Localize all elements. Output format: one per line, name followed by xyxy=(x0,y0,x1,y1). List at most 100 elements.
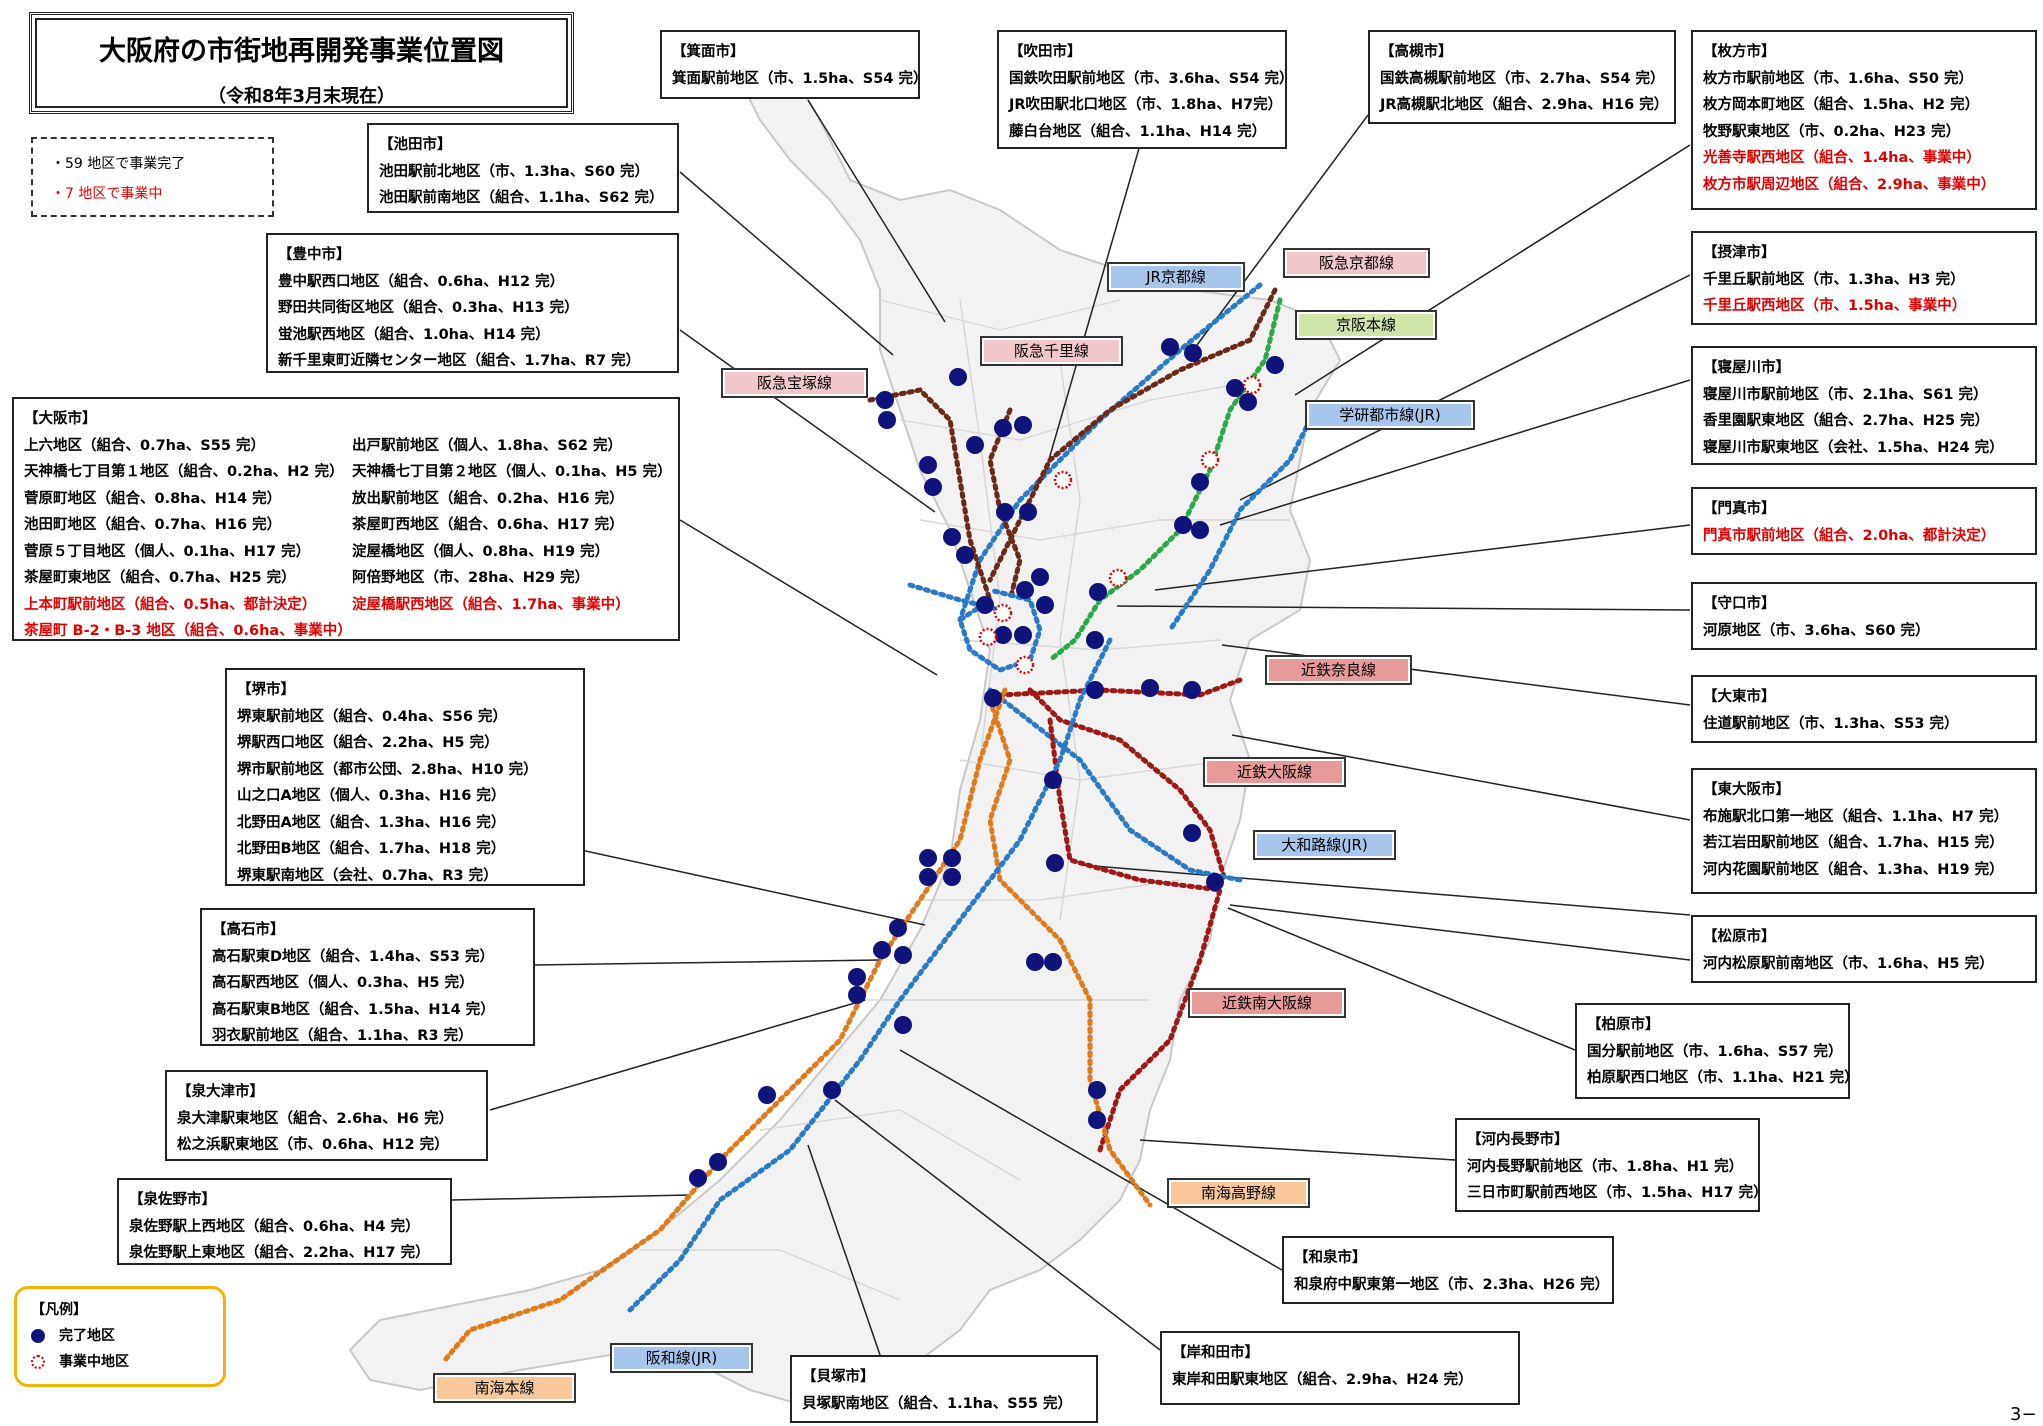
summary-note: ・59 地区で事業完了 ・7 地区で事業中 xyxy=(31,137,274,217)
district-item: 河内花園駅前地区（組合、1.3ha、H19 完） xyxy=(1703,861,2004,878)
completed-marker xyxy=(894,1016,912,1034)
district-item: 菅原５丁目地区（個人、0.1ha、H17 完） xyxy=(24,543,311,560)
district-item: 河原地区（市、3.6ha、S60 完） xyxy=(1703,622,1930,639)
district-item: 柏原駅西口地区（市、1.1ha、H21 完） xyxy=(1587,1070,1859,1086)
ongoing-marker xyxy=(1108,568,1128,588)
completed-marker xyxy=(1183,824,1201,842)
completed-marker xyxy=(1086,681,1104,699)
district-item: 香里園駅東地区（組合、2.7ha、H25 完） xyxy=(1703,413,1990,429)
district-item: 三日市町駅前西地区（市、1.5ha、H17 完） xyxy=(1467,1185,1768,1201)
district-item: 牧野駅東地区（市、0.2ha、H23 完） xyxy=(1703,123,1961,140)
label-kintetsu-minami-osaka: 近鉄南大阪線 xyxy=(1188,988,1346,1018)
district-item: 藤白台地区（組合、1.1ha、H14 完） xyxy=(1009,123,1267,140)
completed-marker xyxy=(943,868,961,886)
note-completed: ・59 地区で事業完了 xyxy=(51,156,186,172)
label-yamatoji: 大和路線(JR) xyxy=(1253,830,1396,860)
city-name: 【枚方市】 xyxy=(1703,44,1776,60)
city-box-suita: 【吹田市】 国鉄吹田駅前地区（市、3.6ha、S54 完） JR吹田駅北口地区（… xyxy=(997,30,1293,149)
district-item-ongoing: 枚方市駅周辺地区（組合、2.9ha、事業中） xyxy=(1703,176,1996,193)
district-item: 堺駅西口地区（組合、2.2ha、H5 完） xyxy=(237,735,499,751)
completed-marker xyxy=(848,968,866,986)
legend-ongoing-label: 事業中地区 xyxy=(59,1354,129,1370)
district-item: 池田駅前南地区（組合、1.1ha、S62 完） xyxy=(379,190,664,206)
label-hankyu-takarazuka: 阪急宝塚線 xyxy=(721,368,868,398)
ongoing-marker xyxy=(993,603,1013,623)
completed-marker xyxy=(1014,626,1032,644)
city-box-kashiwara: 【柏原市】 国分駅前地区（市、1.6ha、S57 完） 柏原駅西口地区（市、1.… xyxy=(1575,1003,1859,1099)
district-item: 寝屋川市駅前地区（市、2.1ha、S61 完） xyxy=(1703,386,1988,403)
city-box-kaizuka: 【貝塚市】 貝塚駅南地区（組合、1.1ha、S55 完） xyxy=(790,1355,1098,1423)
city-name: 【岸和田市】 xyxy=(1172,1345,1259,1361)
city-box-kawachinagano: 【河内長野市】 河内長野駅前地区（市、1.8ha、H1 完） 三日市町駅前西地区… xyxy=(1455,1118,1768,1212)
district-item: 羽衣駅前地区（組合、1.1ha、R3 完） xyxy=(212,1028,473,1044)
completed-markers xyxy=(689,338,1284,1187)
district-item: 出戸駅前地区（個人、1.8ha、S62 完） xyxy=(352,437,622,454)
city-name: 【和泉市】 xyxy=(1294,1250,1367,1266)
label-keihan: 京阪本線 xyxy=(1295,310,1437,340)
completed-marker xyxy=(1044,953,1062,971)
district-item-ongoing: 門真市駅前地区（組合、2.0ha、都計決定） xyxy=(1703,527,1996,544)
completed-marker xyxy=(1226,379,1244,397)
city-name: 【河内長野市】 xyxy=(1467,1132,1569,1148)
label-hankyu-kyoto: 阪急京都線 xyxy=(1283,248,1430,278)
jr-loop-line xyxy=(957,587,1043,673)
district-item: 国鉄高槻駅前地区（市、2.7ha、S54 完） xyxy=(1380,70,1665,87)
completed-marker xyxy=(919,849,937,867)
city-name: 【大東市】 xyxy=(1703,689,1776,705)
completed-marker xyxy=(1016,581,1034,599)
hankyu-kyoto-line xyxy=(987,287,1278,583)
completed-marker xyxy=(994,419,1012,437)
ongoing-markers xyxy=(978,375,1262,675)
completed-marker xyxy=(1191,473,1209,491)
district-item: 北野田B地区（組合、1.7ha、H18 完） xyxy=(237,841,506,857)
city-box-neyagawa: 【寝屋川市】 寝屋川市駅前地区（市、2.1ha、S61 完） 香里園駅東地区（組… xyxy=(1691,346,2037,465)
city-name: 【門真市】 xyxy=(1703,501,1776,517)
nankai-main-line xyxy=(442,687,1008,1363)
district-item-ongoing: 上本町駅前地区（組合、0.5ha、都計決定） xyxy=(24,596,317,613)
district-item: 松之浜駅東地区（市、0.6ha、H12 完） xyxy=(177,1137,449,1153)
district-item: 高石駅東D地区（組合、1.4ha、S53 完） xyxy=(212,948,494,965)
city-name: 【吹田市】 xyxy=(1009,44,1082,60)
label-hanwa: 阪和線(JR) xyxy=(610,1343,753,1373)
completed-marker xyxy=(1036,596,1054,614)
city-name: 【高石市】 xyxy=(212,922,285,938)
city-name: 【箕面市】 xyxy=(672,44,745,60)
district-item: 阿倍野地区（市、28ha、H29 完） xyxy=(352,570,590,586)
city-name: 【貝塚市】 xyxy=(802,1369,875,1385)
ongoing-marker xyxy=(1242,375,1262,395)
city-box-izumisano: 【泉佐野市】 泉佐野駅上西地区（組合、0.6ha、H4 完） 泉佐野駅上東地区（… xyxy=(117,1178,452,1265)
city-name: 【堺市】 xyxy=(237,682,295,698)
district-item: 池田駅前北地区（市、1.3ha、S60 完） xyxy=(379,163,649,180)
district-item: 野田共同街区地区（組合、0.3ha、H13 完） xyxy=(278,300,579,316)
district-item: 茶屋町西地区（組合、0.6ha、H17 完） xyxy=(352,517,624,533)
city-name: 【高槻市】 xyxy=(1380,44,1453,60)
completed-marker xyxy=(1184,344,1202,362)
completed-marker xyxy=(1046,854,1064,872)
city-name: 【寝屋川市】 xyxy=(1703,360,1790,376)
district-item: JR吹田駅北口地区（市、1.8ha、H7完） xyxy=(1009,97,1283,113)
completed-marker xyxy=(1239,393,1257,411)
completed-marker xyxy=(1089,583,1107,601)
district-item: 堺市駅前地区（都市公団、2.8ha、H10 完） xyxy=(237,761,538,778)
district-item: 北野田A地区（組合、1.3ha、H16 完） xyxy=(237,814,506,831)
city-box-sakai: 【堺市】 堺東駅前地区（組合、0.4ha、S56 完） 堺駅西口地区（組合、2.… xyxy=(225,668,585,886)
label-hankyu-senri: 阪急千里線 xyxy=(980,336,1123,366)
ongoing-marker xyxy=(1053,470,1073,490)
completed-marker xyxy=(1044,771,1062,789)
city-box-toyonaka: 【豊中市】 豊中駅西口地区（組合、0.6ha、H12 完） 野田共同街区地区（組… xyxy=(266,233,679,373)
railway-lines xyxy=(442,282,1313,1363)
completed-marker xyxy=(996,503,1014,521)
kintetsu-osaka-line xyxy=(1027,687,1228,883)
completed-marker xyxy=(1088,1081,1106,1099)
district-item: 箕面駅前地区（市、1.5ha、S54 完） xyxy=(672,70,928,87)
completed-marker xyxy=(1031,568,1049,586)
completed-marker xyxy=(1019,503,1037,521)
city-box-kadoma: 【門真市】 門真市駅前地区（組合、2.0ha、都計決定） xyxy=(1691,487,2037,555)
district-item: 枚方岡本町地区（組合、1.5ha、H2 完） xyxy=(1703,97,1980,113)
label-jr-kyoto: JR京都線 xyxy=(1107,262,1245,292)
legend-title: 【凡例】 xyxy=(31,1302,87,1318)
completed-marker xyxy=(943,849,961,867)
legend-row-ongoing: 事業中地区 xyxy=(31,1349,209,1375)
district-item: 貝塚駅南地区（組合、1.1ha、S55 完） xyxy=(802,1395,1072,1412)
